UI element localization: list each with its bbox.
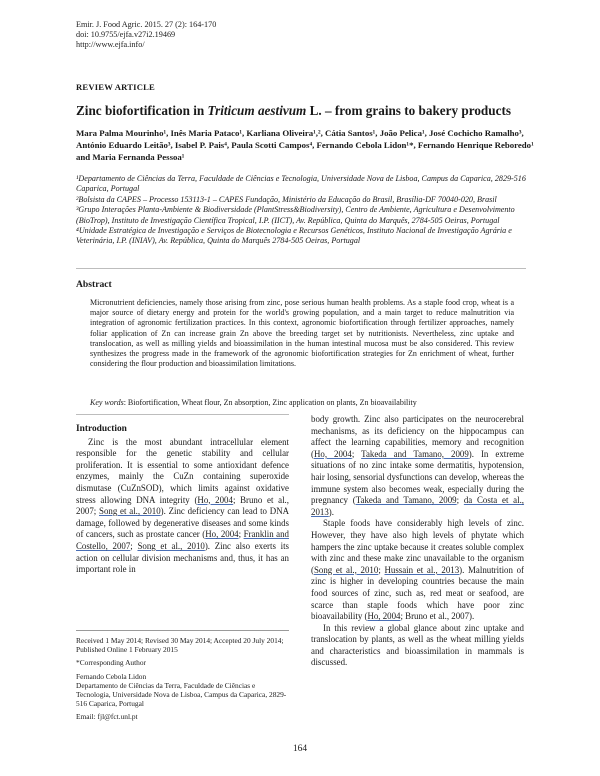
doi: doi: 10.9755/ejfa.v27i2.19469 bbox=[76, 30, 176, 39]
intro-paragraph-1-continued: body growth. Zinc also participates on t… bbox=[311, 414, 524, 518]
title-prefix: Zinc biofortification in bbox=[76, 103, 208, 118]
text-run: Staple foods have considerably high leve… bbox=[311, 518, 524, 575]
received-dates: Received 1 May 2014; Revised 30 May 2014… bbox=[76, 636, 284, 655]
corresponding-author-label: *Corresponding Author bbox=[76, 658, 147, 668]
text-run: ; bbox=[130, 540, 138, 551]
article-type: REVIEW ARTICLE bbox=[76, 82, 155, 92]
ref-link[interactable]: Hussain et al., 2013 bbox=[384, 564, 460, 575]
ref-link[interactable]: Franklin and Costello, 2007 bbox=[76, 529, 289, 551]
text-run: ). In extreme situations of no zinc inta… bbox=[311, 448, 524, 506]
title-suffix: L. – from grains to bakery products bbox=[306, 103, 511, 118]
corresponding-author-email[interactable]: Email: fjl@fct.unl.pt bbox=[76, 712, 138, 722]
affiliation-1: ¹Departamento de Ciências da Terra, Facu… bbox=[76, 174, 526, 194]
intro-paragraph-1: Zinc is the most abundant intracellular … bbox=[76, 437, 289, 576]
text-run: Zinc is the most abundant intracellular … bbox=[76, 436, 289, 505]
corresponding-author-name: Fernando Cebola Lidon bbox=[76, 671, 147, 681]
ref-link[interactable]: Takeda and Tamano, 2009 bbox=[355, 495, 457, 506]
abstract-top-rule bbox=[76, 268, 526, 269]
affiliation-2: ²Bolsista da CAPES – Processo 153113-1 –… bbox=[76, 194, 497, 204]
keywords: Key words: Biofortification, Wheat flour… bbox=[90, 398, 514, 408]
text-run: ; bbox=[378, 564, 385, 575]
footnotes: Received 1 May 2014; Revised 30 May 2014… bbox=[76, 636, 289, 722]
text-run: ). Zinc also exerts its action on cellul… bbox=[76, 540, 290, 575]
abstract-bottom-rule bbox=[76, 414, 289, 415]
text-run: ; bbox=[456, 495, 464, 506]
author-list: Mara Palma Mourinho¹, Inês Maria Pataco¹… bbox=[76, 128, 534, 162]
right-column: body growth. Zinc also participates on t… bbox=[311, 414, 524, 669]
text-run: ; Bruno et al., 2007). bbox=[400, 611, 475, 622]
abstract-text: Micronutrient deficiencies, namely those… bbox=[90, 298, 514, 369]
corresponding-author-address: Departamento de Ciências da Terra, Facul… bbox=[76, 680, 287, 709]
ref-link[interactable]: Song et al., 2010 bbox=[313, 564, 379, 575]
text-run: ; Bruno et al., 2007; bbox=[76, 494, 289, 517]
text-run: ). Zinc deficiency can lead to DNA damag… bbox=[76, 506, 290, 540]
ref-link[interactable]: Song et al., 2010 bbox=[137, 540, 205, 551]
ref-link[interactable]: Ho, 2004 bbox=[367, 611, 401, 622]
introduction-heading: Introduction bbox=[76, 424, 127, 434]
affiliation-4: ⁴Unidade Estratégica de Investigação e S… bbox=[76, 226, 512, 246]
abstract-heading: Abstract bbox=[76, 279, 112, 290]
paper-title: Zinc biofortification in Triticum aestiv… bbox=[76, 103, 546, 119]
journal-citation: Emir. J. Food Agric. 2015. 27 (2): 164-1… bbox=[76, 20, 217, 29]
keywords-text: : Biofortification, Wheat flour, Zn abso… bbox=[123, 398, 417, 407]
ref-link[interactable]: Ho, 2004 bbox=[197, 494, 233, 505]
ref-link[interactable]: Takeda and Tamano, 2009 bbox=[361, 448, 469, 459]
footnote-rule bbox=[76, 630, 289, 631]
text-run: ). bbox=[328, 506, 334, 517]
intro-paragraph-2: Staple foods have considerably high leve… bbox=[311, 518, 524, 622]
citation-block: Emir. J. Food Agric. 2015. 27 (2): 164-1… bbox=[76, 20, 216, 50]
ref-link[interactable]: da Costa et al., 2013 bbox=[311, 495, 525, 517]
text-run: body growth. Zinc also participates on t… bbox=[311, 414, 524, 459]
affiliations: ¹Departamento de Ciências da Terra, Facu… bbox=[76, 174, 546, 247]
text-run: ; bbox=[351, 448, 362, 459]
affiliation-3: ³Grupo Interações Planta-Ambiente & Biod… bbox=[76, 205, 515, 225]
left-column: Introduction Zinc is the most abundant i… bbox=[76, 424, 289, 576]
ref-link[interactable]: Song et al., 2010 bbox=[99, 506, 161, 517]
keywords-label: Key words bbox=[90, 398, 124, 407]
ref-link[interactable]: Ho, 2004 bbox=[205, 529, 239, 540]
title-species: Triticum aestivum bbox=[207, 103, 307, 118]
text-run: ; bbox=[238, 529, 244, 540]
intro-paragraph-3: In this review a global glance about zin… bbox=[311, 622, 524, 668]
ref-link[interactable]: Ho, 2004 bbox=[313, 448, 352, 459]
text-run: ). Malnutrition of zinc is higher in dev… bbox=[311, 564, 524, 622]
journal-url[interactable]: http://www.ejfa.info/ bbox=[76, 40, 145, 49]
page-number: 164 bbox=[292, 744, 308, 754]
